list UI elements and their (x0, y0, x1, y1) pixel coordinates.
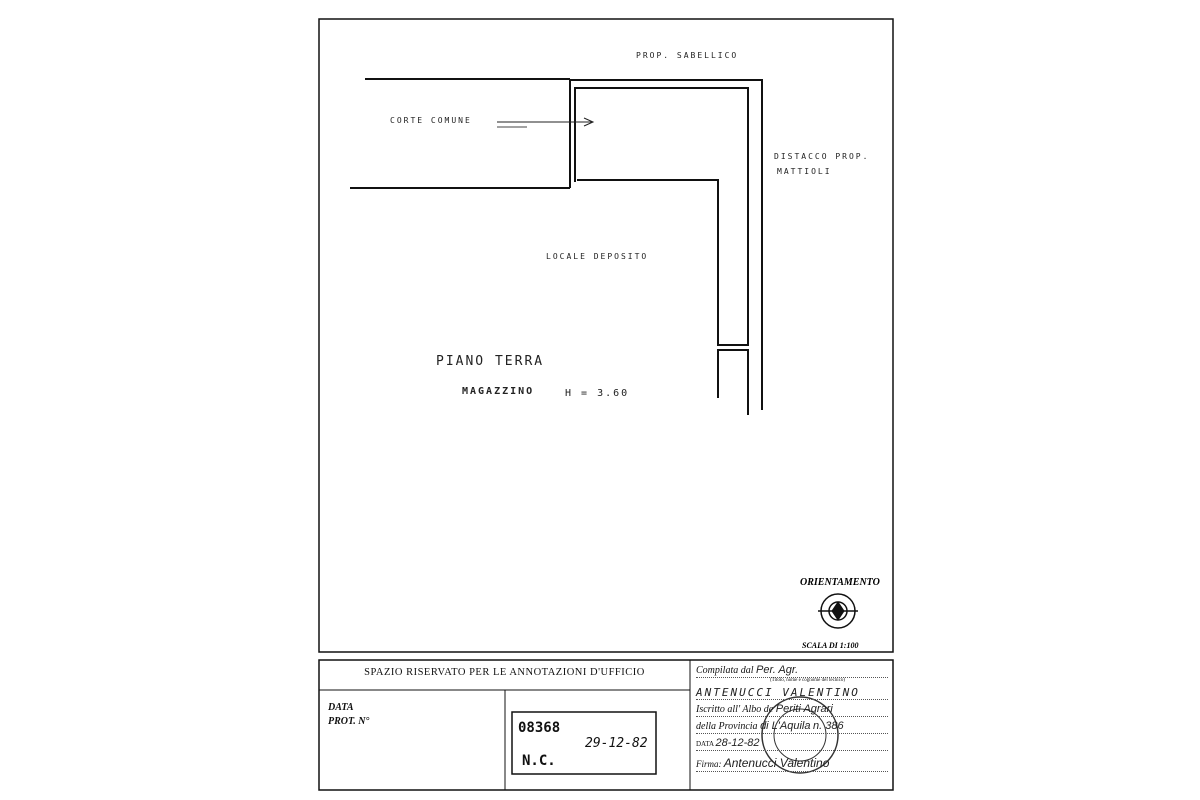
compiled-hint: (Titolo, nome e cognome del tecnico) (770, 678, 846, 683)
signature-label: Firma: (696, 759, 722, 769)
province-value: di L'Aquila (760, 720, 811, 732)
lower-wall-segment (717, 349, 749, 415)
walls (350, 78, 763, 415)
compiled-by-value: Per. Agr. (756, 664, 799, 676)
date-row: DATA 28-12-82 (696, 737, 888, 751)
register-row: Iscritto all' Albo de Periti Agrari (696, 703, 888, 717)
date-value: 28-12-82 (715, 737, 760, 749)
compass-north-icon (818, 593, 858, 629)
signature: Antenucci Valentino (723, 756, 830, 770)
office-header: SPAZIO RISERVATO PER LE ANNOTAZIONI D'UF… (364, 667, 645, 678)
outer-wall (569, 79, 763, 410)
label-use: MAGAZZINO (462, 386, 534, 397)
label-north-neighbor: PROP. SABELLICO (636, 51, 738, 60)
scale-label: SCALA DI 1:100 (802, 641, 858, 650)
office-stamp-box (511, 711, 657, 775)
label-room: LOCALE DEPOSITO (546, 252, 648, 261)
compiled-by-label: Compilata dal (696, 665, 754, 676)
compiled-by-row: Compilata dal Per. Agr. (696, 664, 888, 678)
register-value: Periti Agrari (775, 703, 833, 715)
data-label: DATA (328, 702, 354, 713)
province-label: della Provincia (696, 721, 758, 732)
label-east-neighbor-1: DISTACCO PROP. (774, 152, 869, 161)
label-east-neighbor-2: MATTIOLI (777, 167, 832, 176)
signature-row: Firma: Antenucci Valentino (696, 756, 888, 772)
province-row: della Provincia di L'Aquila n. 386 (696, 720, 888, 734)
stamp-code: N.C. (522, 753, 556, 769)
technician-name: ANTENUCCI VALENTINO (696, 686, 888, 700)
entry-arrow (497, 117, 595, 128)
plan-frame (318, 18, 894, 653)
inner-wall (574, 87, 749, 346)
register-label: Iscritto all' Albo de (696, 704, 774, 715)
official-seal (761, 696, 839, 774)
date-label: DATA (696, 740, 714, 748)
label-court: CORTE COMUNE (390, 116, 472, 125)
register-number: n. 386 (812, 720, 844, 732)
label-floor: PIANO TERRA (436, 354, 544, 369)
footer-frame (318, 659, 894, 791)
stamp-date: 29-12-82 (585, 736, 648, 751)
label-height: H = 3.60 (565, 388, 629, 399)
orientation-label: ORIENTAMENTO (800, 577, 880, 588)
stamp-number: 08368 (518, 720, 561, 736)
prot-label: PROT. N° (328, 716, 370, 727)
